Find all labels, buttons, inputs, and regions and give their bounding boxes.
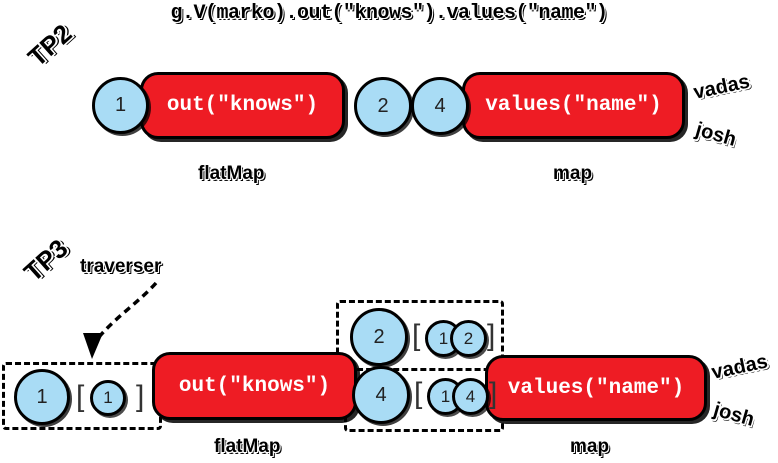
page-title: g.V(marko).out("knows").values("name") — [170, 2, 608, 25]
tp3-mid-lower-bracket-open: [ — [414, 377, 423, 410]
tp2-version-tag: TP2 — [22, 18, 78, 73]
tp2-caption-map: map — [553, 163, 593, 184]
tp2-traverser-4: 4 — [411, 77, 469, 135]
tp2-traverser-2: 2 — [354, 77, 412, 135]
tp3-step-values-name: values("name") — [485, 355, 707, 421]
tp3-mid-upper-path-2: 2 — [450, 320, 487, 357]
tp3-version-tag: TP3 — [18, 233, 74, 288]
tp3-caption-flatmap: flatMap — [214, 436, 281, 457]
tp2-output-vadas: vadas — [691, 70, 752, 104]
tp3-caption-map: map — [570, 436, 610, 457]
tp2-output-josh: josh — [693, 118, 739, 151]
tp2-caption-flatmap: flatMap — [198, 163, 265, 184]
tp2-step-values-name: values("name") — [462, 72, 685, 139]
tp2-step-out-knows: out("knows") — [140, 72, 345, 139]
traverser-pointer-arrow — [83, 281, 158, 359]
tp3-mid-lower-bracket-close: ] — [489, 377, 498, 410]
tp3-output-vadas: vadas — [709, 350, 770, 384]
tp3-input-traverser-object: 1 — [14, 369, 70, 425]
tp3-input-path-1: 1 — [90, 380, 126, 416]
tp2-input-traverser: 1 — [92, 77, 149, 134]
tp3-mid-upper-bracket-open: [ — [412, 319, 421, 352]
tp3-mid-lower-object: 4 — [352, 366, 410, 424]
tp3-input-bracket-close: ] — [136, 380, 145, 413]
traverser-annotation: traverser — [80, 256, 162, 277]
tp3-input-bracket-open: [ — [76, 380, 85, 413]
tp3-output-josh: josh — [711, 398, 757, 431]
tp3-mid-upper-bracket-close: ] — [487, 319, 496, 352]
tp3-mid-upper-object: 2 — [350, 308, 408, 366]
tp3-step-out-knows: out("knows") — [152, 352, 357, 420]
tp3-mid-lower-path-4: 4 — [452, 378, 489, 415]
